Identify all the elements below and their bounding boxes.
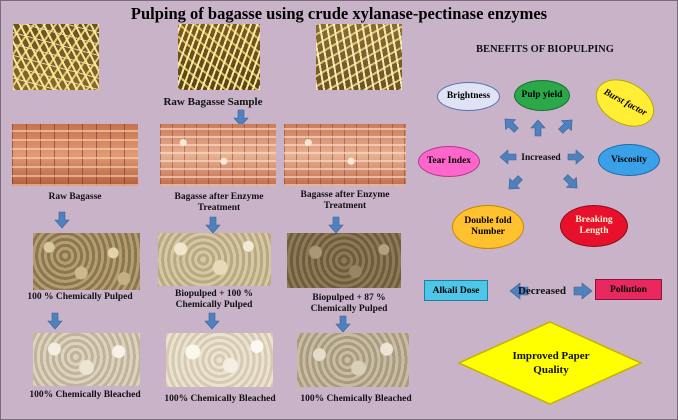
chemical-pulp-photo: [33, 233, 140, 290]
benefits-heading: BENEFITS OF BIOPULPING: [476, 44, 614, 55]
arrow-right-icon: [567, 149, 585, 165]
arrow-left-icon: [499, 149, 517, 165]
arrow-down-icon: [335, 315, 351, 333]
bleached-pulp-photo-1: [33, 333, 140, 386]
outcome-diamond: [457, 321, 643, 405]
benefit-breaking-length: Breaking Length: [560, 205, 628, 247]
arrow-down-icon: [205, 216, 221, 234]
raw-bagasse-photo-2: [178, 24, 260, 90]
arrow-down-right-icon: [563, 174, 578, 189]
bleached-pulp-photo-2: [166, 333, 273, 387]
caption-enzyme-treated-1: Bagasse after Enzyme Treatment: [174, 192, 264, 213]
decreased-label: Decreased: [517, 285, 567, 297]
caption-biopulped-100: Biopulped + 100 % Chemically Pulped: [174, 289, 253, 310]
arrow-up-right-icon: [558, 119, 573, 134]
double-arrow-left-icon: [509, 282, 529, 300]
benefit-viscosity: Viscosity: [598, 144, 660, 176]
benefit-tear-index: Tear Index: [418, 146, 480, 177]
caption-bleached-3: 100% Chemically Bleached: [300, 394, 412, 404]
caption-chemically-pulped: 100 % Chemically Pulped: [27, 292, 133, 302]
bleached-pulp-photo-3: [297, 333, 409, 387]
benefit-pulp-yield: Pulp yield: [514, 80, 570, 111]
raw-bagasse-micrograph: [12, 124, 138, 186]
arrow-down-icon: [204, 312, 220, 330]
benefit-arrows: [499, 118, 593, 300]
arrow-down-icon: [47, 312, 63, 330]
arrow-up-left-icon: [504, 118, 519, 133]
double-arrow-right-icon: [573, 282, 593, 300]
caption-enzyme-treated-2: Bagasse after Enzyme Treatment: [300, 190, 390, 211]
caption-raw-bagasse: Raw Bagasse: [48, 192, 102, 202]
alkali-dose-box: Alkali Dose: [424, 280, 488, 301]
arrow-down-left-icon: [508, 175, 523, 190]
benefit-double-fold: Double fold Number: [452, 205, 524, 249]
page-title: Pulping of bagasse using crude xylanase-…: [130, 4, 548, 23]
raw-bagasse-photo-1: [13, 24, 99, 90]
caption-bleached-1: 100% Chemically Bleached: [29, 390, 141, 400]
enzyme-treated-micrograph-1: [160, 124, 276, 186]
benefit-brightness: Brightness: [437, 82, 500, 111]
arrow-down-icon: [54, 211, 70, 229]
flow-arrows: [47, 109, 351, 333]
biopulp-87-photo: [287, 233, 401, 288]
outcome-label: Improved Paper Quality: [512, 350, 590, 376]
pollution-box: Pollution: [595, 279, 662, 300]
enzyme-treated-micrograph-2: [284, 124, 406, 186]
arrow-up-icon: [530, 119, 546, 137]
caption-biopulped-87: Biopulped + 87 % Chemically Pulped: [310, 293, 388, 314]
arrow-down-icon: [233, 109, 249, 127]
raw-bagasse-photo-3: [316, 24, 402, 90]
caption-bleached-2: 100% Chemically Bleached: [164, 394, 276, 404]
raw-sample-label: Raw Bagasse Sample: [163, 96, 263, 108]
increased-label: Increased: [521, 153, 561, 163]
arrow-down-icon: [328, 216, 344, 234]
biopulp-100-photo: [158, 233, 271, 286]
